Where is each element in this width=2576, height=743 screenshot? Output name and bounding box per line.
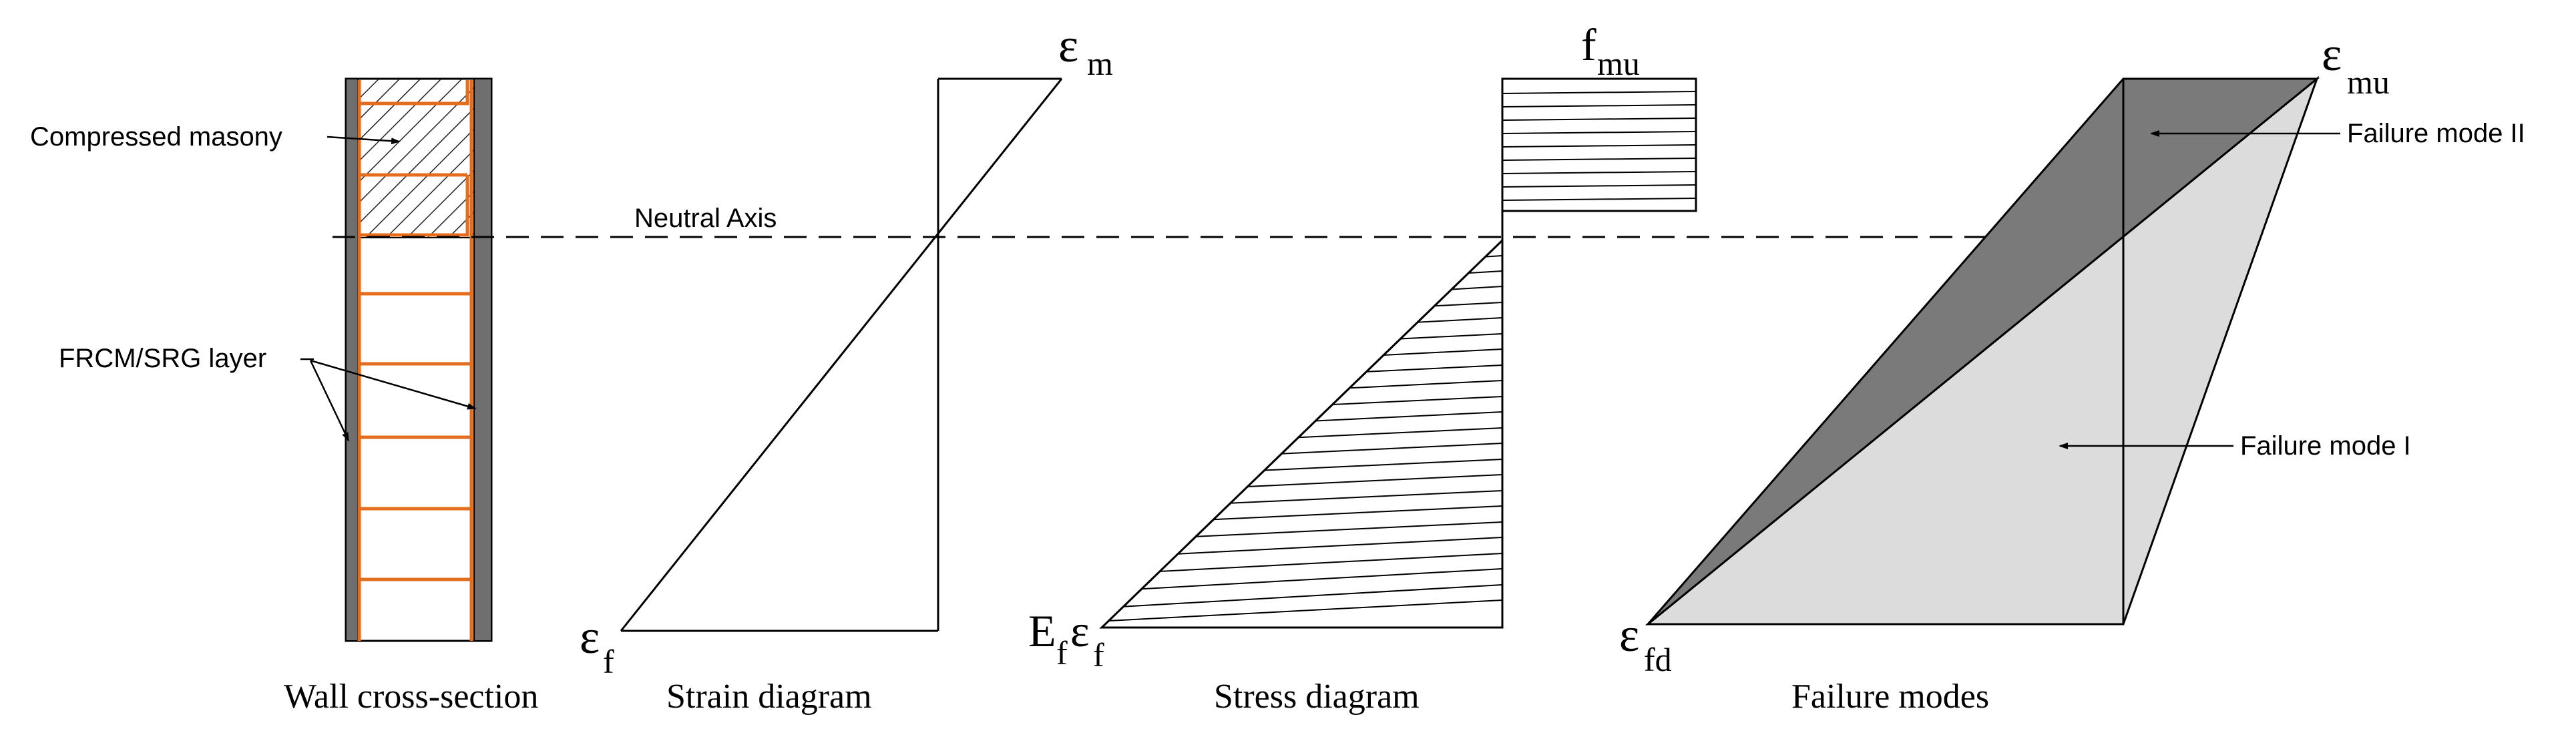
svg-text:f: f bbox=[603, 643, 614, 680]
caption-stress: Stress diagram bbox=[1214, 678, 1420, 716]
symbol-eps-fd: ε fd bbox=[1619, 608, 1672, 678]
brick-pattern bbox=[357, 80, 473, 641]
symbol-eps-mu: ε mu bbox=[2322, 27, 2390, 101]
wall-cross-section: Compressed masony FRCM/SRG layer Wall cr… bbox=[30, 77, 538, 716]
svg-text:ε: ε bbox=[1619, 608, 1639, 662]
stress-diagram bbox=[1068, 77, 1697, 629]
failure-modes bbox=[1645, 75, 2340, 626]
svg-text:ε: ε bbox=[1058, 19, 1078, 72]
strain-diagram bbox=[620, 77, 1063, 632]
svg-text:mu: mu bbox=[2347, 63, 2390, 101]
symbol-Ef-epsf: E f ε f bbox=[1028, 605, 1104, 674]
symbol-eps-f: ε f bbox=[580, 610, 614, 680]
arrow-compressed-masonry bbox=[327, 136, 401, 145]
svg-text:m: m bbox=[1087, 45, 1113, 82]
svg-text:E: E bbox=[1028, 605, 1056, 656]
label-neutral-axis: Neutral Axis bbox=[634, 204, 777, 233]
svg-text:ε: ε bbox=[1070, 605, 1090, 656]
failure-mode-2-region bbox=[1647, 77, 2320, 626]
svg-text:fd: fd bbox=[1644, 641, 1672, 678]
frcm-layer-left bbox=[345, 78, 359, 642]
strain-profile bbox=[620, 78, 1063, 632]
svg-text:ε: ε bbox=[580, 610, 600, 664]
label-failure-mode-1: Failure mode I bbox=[2240, 431, 2411, 461]
compression-hatch bbox=[1502, 91, 1697, 201]
frcm-layer-right bbox=[473, 78, 492, 642]
symbol-f-mu: f mu bbox=[1581, 19, 1640, 82]
tension-mask bbox=[1068, 240, 1502, 628]
arrow-frcm-left bbox=[309, 360, 350, 442]
arrow-frcm-right bbox=[310, 359, 477, 410]
symbol-eps-m: ε m bbox=[1058, 19, 1113, 82]
label-frcm-layer: FRCM/SRG layer bbox=[59, 344, 266, 373]
label-compressed-masonry: Compressed masony bbox=[30, 122, 282, 152]
caption-wall: Wall cross-section bbox=[284, 678, 538, 716]
svg-text:f: f bbox=[1581, 19, 1596, 70]
svg-text:ε: ε bbox=[2322, 27, 2342, 81]
svg-text:mu: mu bbox=[1597, 45, 1640, 82]
caption-failure: Failure modes bbox=[1791, 678, 1989, 716]
svg-text:f: f bbox=[1093, 636, 1104, 674]
svg-text:f: f bbox=[1056, 634, 1068, 672]
caption-strain: Strain diagram bbox=[666, 678, 872, 716]
label-failure-mode-2: Failure mode II bbox=[2347, 119, 2525, 148]
